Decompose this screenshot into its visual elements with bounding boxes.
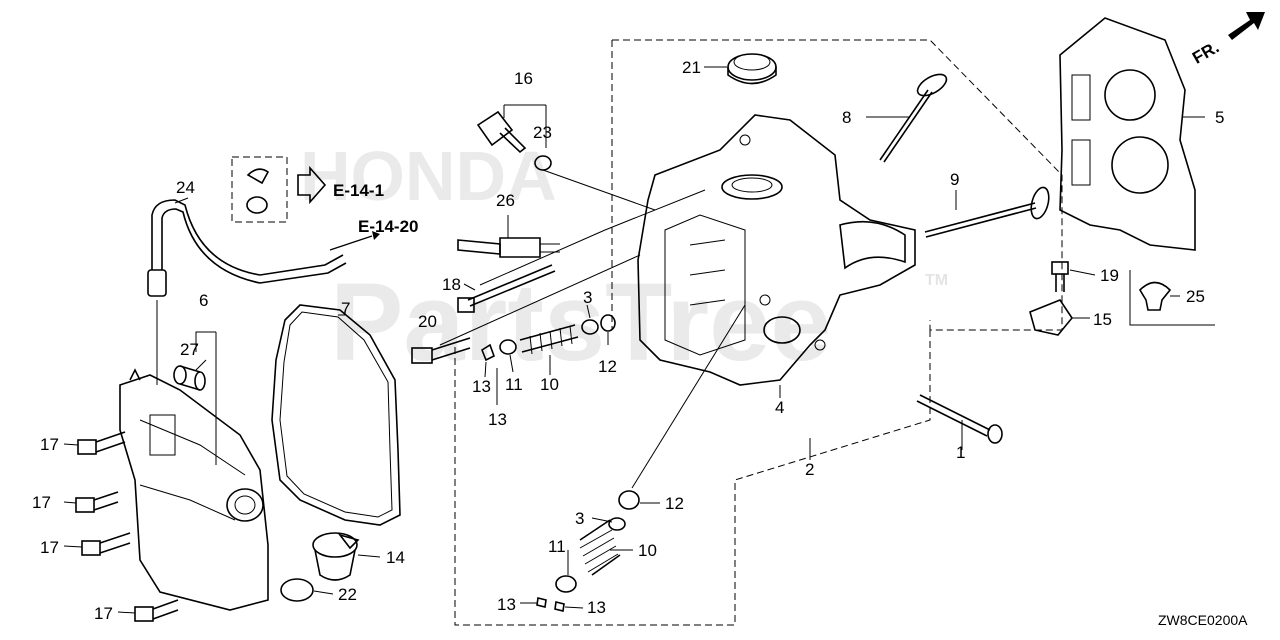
retainer-upper (581, 319, 599, 335)
callout-26: 26 (496, 191, 515, 210)
intake-valve (924, 186, 1050, 238)
callout-9: 9 (950, 170, 959, 189)
callout-25: 25 (1186, 287, 1205, 306)
callout-12-lower: 12 (665, 494, 684, 513)
washer-12-upper (600, 314, 616, 332)
callout-15: 15 (1093, 310, 1112, 329)
reference-e-14-20: E-14-20 (358, 217, 418, 236)
callout-4: 4 (775, 398, 784, 417)
callout-16: 16 (514, 69, 533, 88)
ref-arrow-2-head (372, 231, 380, 240)
temperature-sensor (476, 110, 527, 154)
breather-hose (147, 199, 347, 297)
callout-20: 20 (418, 312, 437, 331)
bolt-19 (1051, 261, 1069, 292)
oil-filler-cap (312, 532, 360, 581)
head-cover (119, 368, 269, 611)
spark-plug (457, 237, 560, 258)
callout-23: 23 (533, 123, 552, 142)
callout-2: 2 (805, 460, 814, 479)
callout-13-d: 13 (587, 598, 606, 617)
drawing-code: ZW8CE0200A (1158, 612, 1248, 628)
head-bolt (916, 394, 1003, 444)
callout-10-lower: 10 (638, 541, 657, 560)
stud-18 (457, 264, 556, 313)
callout-13-a: 13 (472, 377, 491, 396)
callout-13-b: 13 (488, 410, 507, 429)
clip-bracket-line (1129, 270, 1215, 326)
callout-17-a: 17 (40, 435, 59, 454)
head-cover-gasket (271, 304, 401, 526)
callout-22: 22 (338, 585, 357, 604)
washer-12-lower (618, 490, 640, 510)
bolt-17-b (75, 491, 119, 513)
ref-arrow-2 (329, 235, 373, 251)
fitting-27 (173, 365, 206, 391)
callout-27: 27 (180, 340, 199, 359)
callout-14: 14 (386, 548, 405, 567)
callout-24: 24 (176, 178, 195, 197)
ref-arrow (297, 165, 327, 205)
cylinder-head (637, 114, 916, 386)
cotter-lower-a (536, 597, 547, 608)
valve-spring-upper (519, 324, 579, 355)
retainer-lower (608, 517, 626, 531)
ref-bracket-box (231, 156, 288, 223)
hose-clamp (246, 168, 270, 214)
watermark-brand: HONDA (300, 137, 557, 215)
head-gasket (1059, 17, 1196, 251)
head-assembly-outline (612, 39, 1063, 331)
callout-11-upper: 11 (505, 375, 523, 394)
bolt-20 (411, 337, 471, 364)
callout-21: 21 (682, 58, 701, 77)
reference-e-14-1: E-14-1 (333, 181, 384, 200)
valve-spring-lower (579, 519, 621, 576)
front-direction-arrow: FR. (1189, 12, 1265, 68)
breather-bracket (195, 331, 217, 465)
seal-11-lower (555, 575, 577, 593)
callout-13-c: 13 (497, 595, 516, 614)
callout-3-lower: 3 (575, 509, 584, 528)
callout-11-lower: 11 (548, 537, 566, 556)
callout-8: 8 (842, 108, 851, 127)
callout-18: 18 (442, 275, 461, 294)
watermark-site: PartsTree (330, 261, 831, 384)
callout-19: 19 (1100, 266, 1119, 285)
callout-17-d: 17 (94, 604, 113, 623)
front-label: FR. (1189, 38, 1222, 68)
bolt-17-a (77, 431, 126, 455)
watermark-tm: TM (925, 272, 948, 289)
callout-12-upper: 12 (598, 357, 617, 376)
cap-seal (280, 578, 314, 602)
cotter-lower-b (554, 601, 565, 612)
oil-seal (727, 53, 777, 85)
valve-assembly-outline (454, 330, 931, 626)
cotter-upper (481, 343, 495, 362)
seal-11-upper (499, 339, 517, 355)
bracket-15 (1029, 299, 1073, 336)
leader-lines (63, 66, 1205, 614)
clip-25 (1138, 281, 1172, 311)
callout-6: 6 (199, 291, 208, 310)
bolt-17-d (134, 599, 179, 622)
callout-17-b: 17 (32, 493, 51, 512)
callout-10-upper: 10 (540, 375, 559, 394)
callout-17-c: 17 (40, 538, 59, 557)
callout-7: 7 (341, 299, 350, 318)
exhaust-valve (879, 73, 948, 163)
callout-1: 1 (956, 443, 965, 462)
callout-3-upper: 3 (583, 288, 592, 307)
callout-5: 5 (1215, 108, 1224, 127)
bolt-17-c (81, 532, 131, 556)
